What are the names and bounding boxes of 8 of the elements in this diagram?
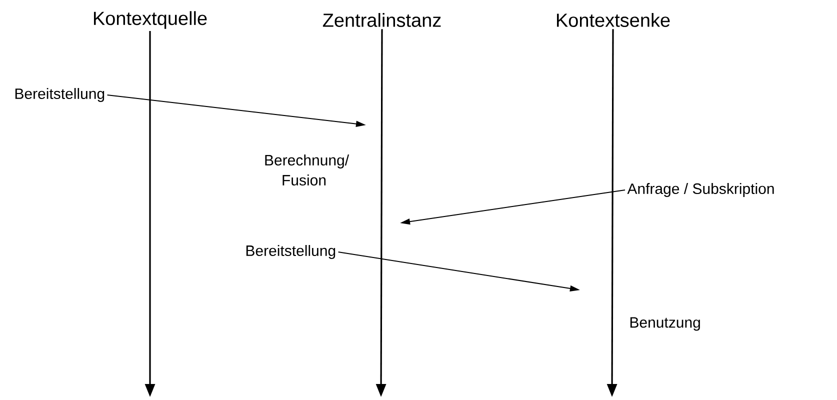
- lifeline-header: Kontextsenke: [557, 13, 670, 27]
- lifeline-header: Zentralinstanz: [322, 13, 441, 27]
- action-label: Benutzung: [630, 317, 700, 331]
- message-label: Bereitstellung: [15, 88, 104, 102]
- process-label: Berechnung/ Fusion: [265, 154, 350, 186]
- message-label: Anfrage / Subskription: [627, 183, 774, 197]
- message-label: Bereitstellung: [246, 245, 336, 259]
- lifeline-header: Kontextquelle: [94, 11, 207, 29]
